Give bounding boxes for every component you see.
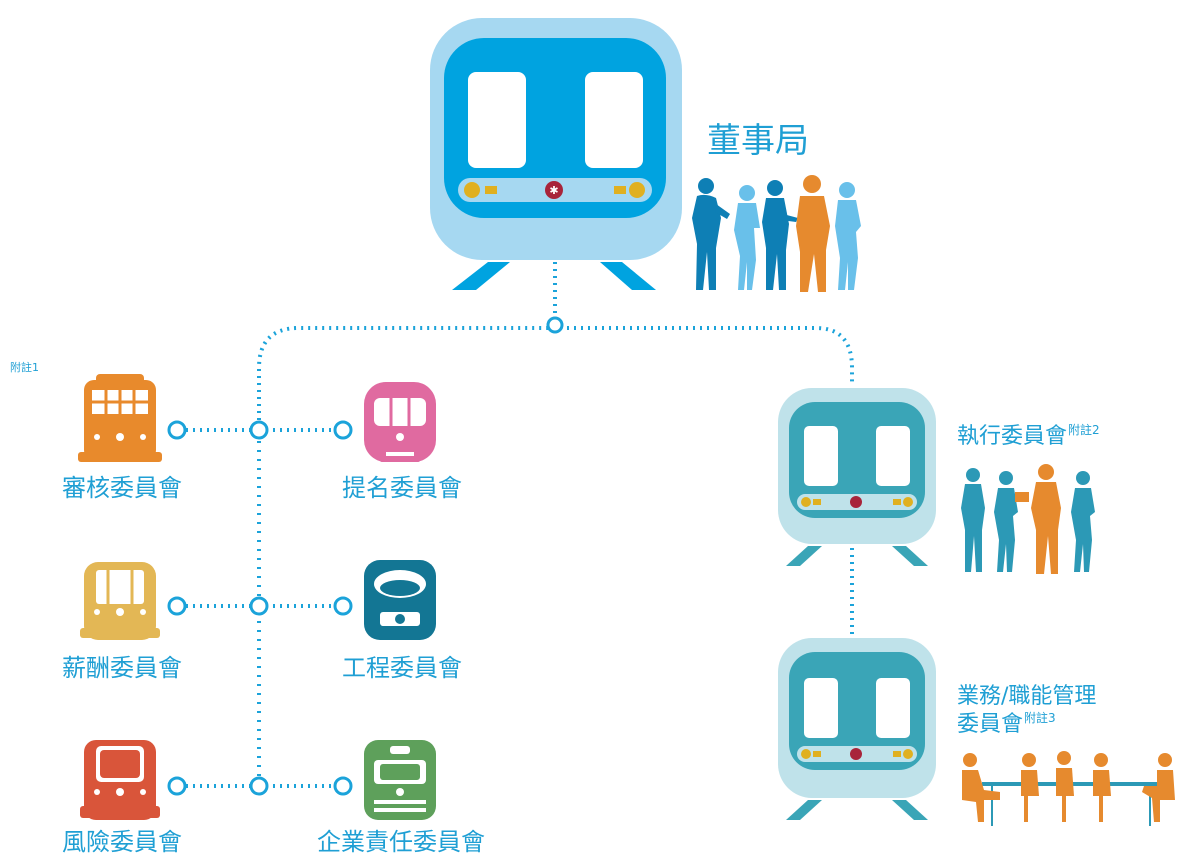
nominations-train-icon [364,382,436,462]
station-nominations [333,420,353,440]
engineering-committee-label: 工程委員會 [342,654,462,682]
risk-train-icon [80,740,160,820]
nominations-committee-label: 提名委員會 [342,474,462,502]
business-train-icon [778,638,936,820]
stations [167,316,564,796]
executive-label-text: 執行委員會 [957,424,1068,449]
csr-train-icon [364,740,436,820]
station-center-2 [249,596,269,616]
remuneration-committee-label: 薪酬委員會 [62,654,182,682]
audit-committee-label: 審核委員會 [62,474,182,502]
executive-people-icon [961,464,1095,574]
rail-lines [186,262,854,788]
station-center-1 [249,420,269,440]
meeting-people-icon [962,751,1175,826]
csr-committee-label: 企業責任委員會 [317,828,485,856]
board-people-icon [692,175,861,292]
business-note: 附註3 [1024,711,1056,725]
station-audit [167,420,187,440]
station-remuneration [167,596,187,616]
board-label: 董事局 [707,121,809,161]
station-engineering [333,596,353,616]
executive-label: 執行委員會附註2 [957,423,1100,449]
business-label-line2: 委員會附註3 [957,711,1056,737]
station-hub [546,316,564,334]
station-center-3 [249,776,269,796]
line-top-main [257,326,854,420]
board-train-icon: ✱ [430,18,682,290]
audit-train-icon [78,374,162,462]
executive-note: 附註2 [1068,423,1100,437]
risk-committee-label: 風險委員會 [62,828,182,856]
executive-train-icon [778,388,936,566]
engineering-train-icon [364,560,436,640]
station-csr [333,776,353,796]
business-label-text: 委員會 [957,712,1024,737]
svg-text:✱: ✱ [549,184,558,197]
business-label-line1: 業務/職能管理 [957,684,1097,709]
remuneration-train-icon [80,562,160,640]
note1-label: 附註1 [10,361,39,374]
station-risk [167,776,187,796]
